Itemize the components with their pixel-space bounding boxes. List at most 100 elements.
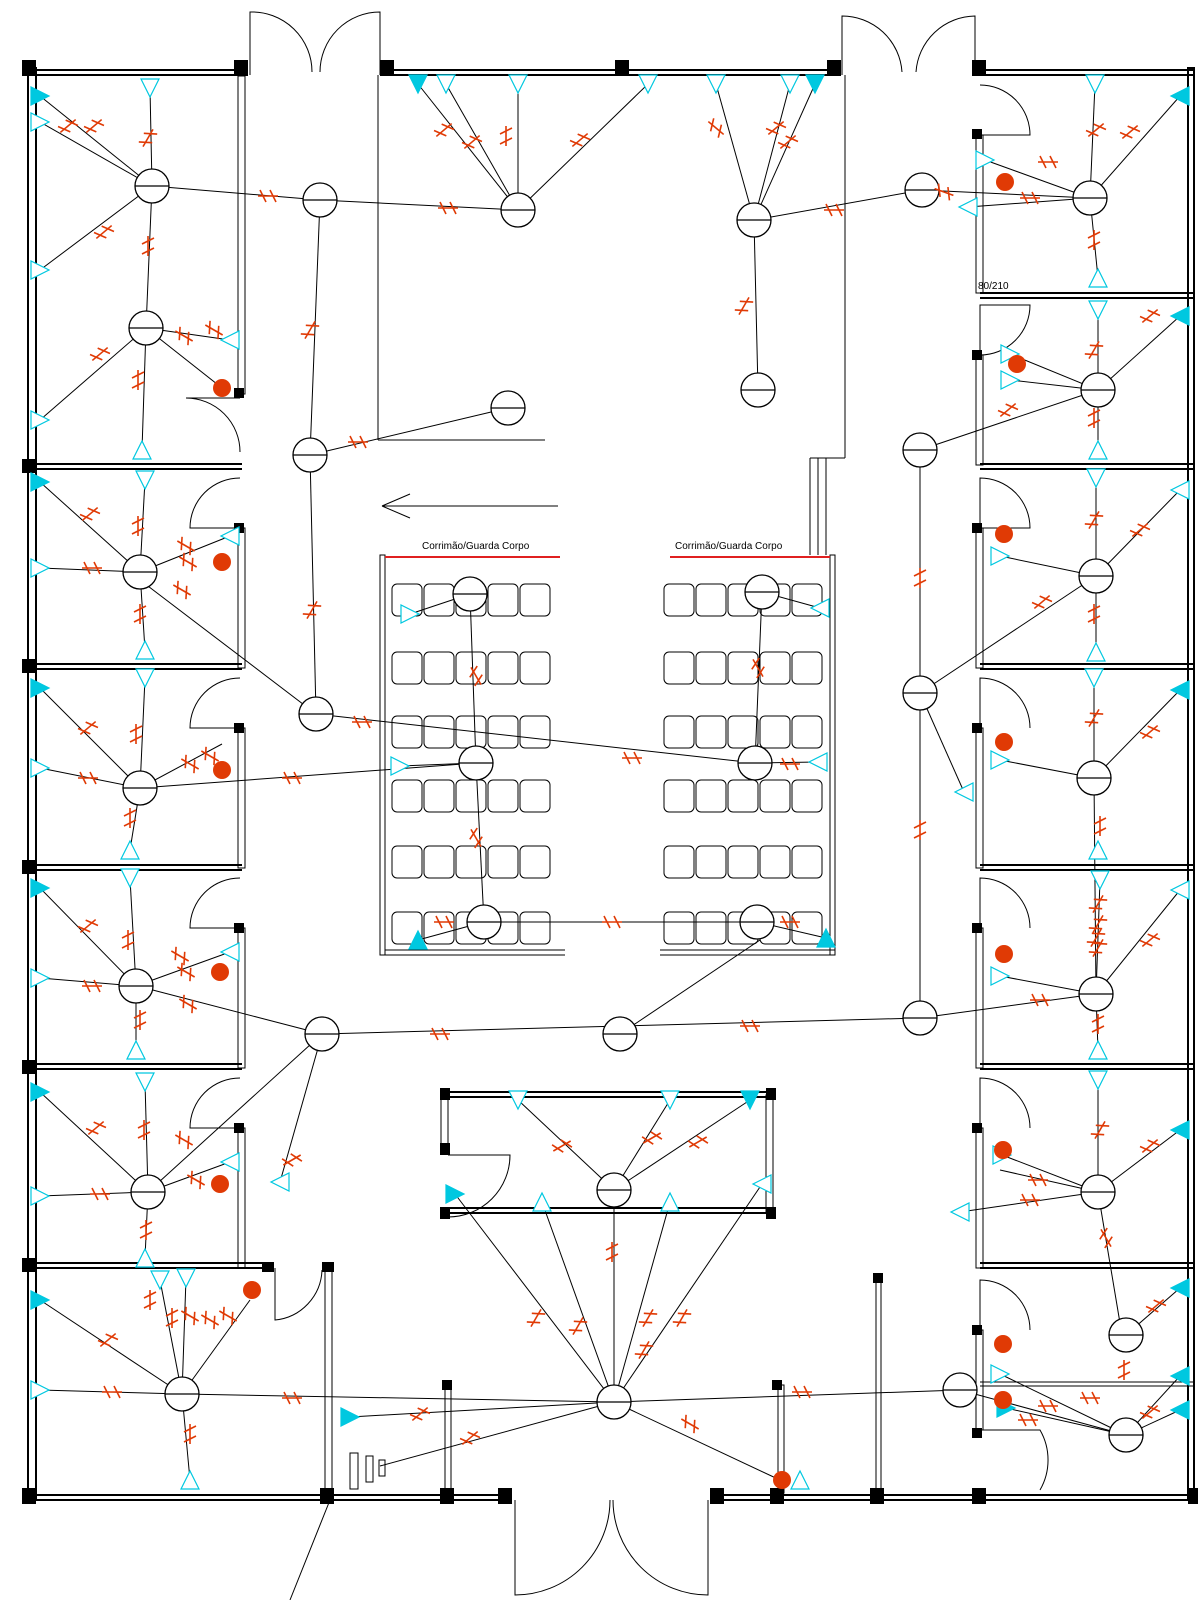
- seat: [519, 715, 551, 749]
- seat: [487, 651, 519, 685]
- seat: [695, 911, 727, 945]
- seat: [663, 845, 695, 879]
- seat: [695, 715, 727, 749]
- cable-mark-icon: [77, 771, 99, 785]
- triangle-icon: [30, 260, 51, 280]
- triangle-icon: [408, 929, 428, 950]
- triangle-icon: [949, 1202, 970, 1222]
- cable-mark-icon: [1087, 229, 1101, 251]
- triangle-icon: [790, 1469, 810, 1490]
- triangle-icon: [805, 74, 825, 95]
- triangle-icon: [706, 74, 726, 95]
- triangle-icon: [408, 74, 428, 95]
- cable-mark-icon: [567, 1313, 589, 1339]
- seat: [791, 845, 823, 879]
- central-walls: [377, 75, 883, 1494]
- triangle-icon: [150, 1270, 170, 1291]
- triangle-icon: [1169, 880, 1190, 900]
- seat: [519, 845, 551, 879]
- seat: [695, 779, 727, 813]
- cable-mark-icon: [281, 1391, 303, 1405]
- cable-mark-icon: [129, 723, 143, 745]
- left-rooms-walls: [28, 75, 333, 1494]
- seat: [455, 779, 487, 813]
- cable-mark-icon: [1087, 603, 1101, 625]
- seat: [759, 715, 791, 749]
- cable-mark-icon: [677, 1413, 703, 1435]
- triangle-icon: [30, 112, 51, 132]
- cable-mark-icon: [131, 369, 145, 391]
- cable-mark-icon: [1117, 120, 1143, 144]
- cable-mark-icon: [1037, 155, 1059, 169]
- seat: [391, 911, 423, 945]
- triangle-icon: [1090, 870, 1110, 891]
- triangle-icon: [132, 439, 152, 460]
- triangle-icon: [269, 1172, 290, 1192]
- triangle-icon: [219, 526, 240, 546]
- cable-mark-icon: [1117, 1359, 1131, 1381]
- cable-mark-icon: [637, 1305, 659, 1331]
- cable-mark-icon: [75, 914, 101, 938]
- triangle-icon: [1169, 680, 1190, 700]
- triangle-icon: [219, 330, 240, 350]
- cable-mark-icon: [257, 189, 279, 203]
- cable-mark-icon: [81, 561, 103, 575]
- triangle-icon: [809, 598, 830, 618]
- seat: [791, 779, 823, 813]
- triangle-icon: [390, 756, 411, 776]
- cable-mark-icon: [1083, 337, 1105, 363]
- cable-mark-icon: [197, 1309, 223, 1331]
- triangle-icon: [30, 472, 51, 492]
- cable-mark-icon: [171, 325, 197, 347]
- seat: [695, 583, 727, 617]
- railing-label-right: Corrimão/Guarda Corpo: [675, 541, 783, 552]
- cable-mark-icon: [89, 1187, 111, 1201]
- triangle-icon: [740, 1090, 760, 1111]
- triangle-icon: [780, 74, 800, 95]
- seat: [663, 583, 695, 617]
- cable-mark-icon: [1079, 1391, 1101, 1405]
- cable-mark-icon: [1017, 1413, 1039, 1427]
- seat: [663, 911, 695, 945]
- triangle-icon: [219, 942, 240, 962]
- cable-mark-icon: [1095, 1225, 1117, 1251]
- cable-mark-icon: [177, 1305, 203, 1327]
- triangle-icon: [400, 604, 421, 624]
- triangle-icon: [1084, 668, 1104, 689]
- cable-mark-icon: [429, 1027, 451, 1041]
- triangle-icon: [1169, 1120, 1190, 1140]
- seat: [519, 779, 551, 813]
- triangle-icon: [751, 1174, 772, 1194]
- seat: [759, 845, 791, 879]
- triangle-icon: [638, 74, 658, 95]
- triangle-icon: [1088, 267, 1108, 288]
- triangle-icon: [30, 410, 51, 430]
- cable-mark-icon: [739, 1019, 761, 1033]
- triangle-icon: [135, 470, 155, 491]
- triangle-icon: [957, 197, 978, 217]
- seat: [423, 651, 455, 685]
- triangle-icon: [30, 878, 51, 898]
- triangle-icon: [1086, 641, 1106, 662]
- access-point-terminals: [30, 74, 1190, 1490]
- seat: [759, 651, 791, 685]
- seat: [423, 911, 455, 945]
- cable-mark-icon: [437, 201, 459, 215]
- seat: [423, 715, 455, 749]
- triangle-icon: [990, 966, 1011, 986]
- triangle-icon: [176, 1268, 196, 1289]
- seat: [487, 779, 519, 813]
- cable-mark-icon: [1091, 1013, 1105, 1035]
- cable-mark-icon: [779, 757, 801, 771]
- seat: [423, 779, 455, 813]
- cable-mark-icon: [201, 319, 227, 341]
- seat: [663, 651, 695, 685]
- cable-mark-icon: [775, 130, 801, 154]
- cable-mark-icon: [671, 1305, 693, 1331]
- seat: [727, 779, 759, 813]
- seat: [455, 845, 487, 879]
- cable-mark-icon: [1027, 1173, 1049, 1187]
- cable-mark-icon: [167, 945, 193, 967]
- triangle-icon: [975, 150, 996, 170]
